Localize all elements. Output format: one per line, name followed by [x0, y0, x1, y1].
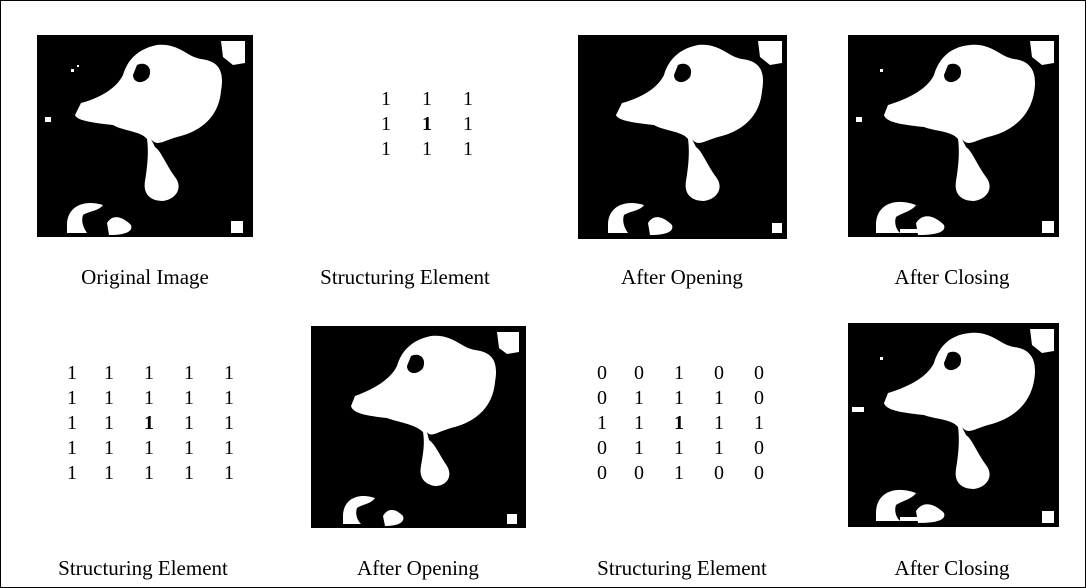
matrix-row: 0 1 1 1 0: [585, 436, 779, 461]
matrix-cell: 1: [381, 138, 391, 160]
matrix-cell: 1: [104, 362, 114, 384]
matrix-cell: 1: [597, 412, 607, 434]
matrix-cell: 1: [674, 362, 684, 384]
matrix-row: 0 0 1 0 0: [585, 361, 779, 386]
caption-after-closing: After Closing: [894, 265, 1010, 289]
blob-image: [608, 41, 782, 235]
matrix-cell: 1: [67, 462, 77, 484]
matrix-row: 1 1 1 1 1: [55, 361, 249, 386]
matrix-cell: 1: [184, 387, 194, 409]
caption-structuring-element: Structuring Element: [320, 265, 490, 289]
caption-after-opening: After Opening: [357, 556, 479, 580]
matrix-cell: 1: [754, 412, 764, 434]
structuring-element-5x5: 1 1 1 1 1 1 1 1 1 1 1 1 1 1 1 1 1 1 1 1 1 1 1 1 1: [55, 361, 249, 486]
caption-original-image: Original Image: [81, 265, 209, 289]
matrix-cell: 1: [422, 88, 432, 110]
matrix-cell: 1: [104, 462, 114, 484]
matrix-cell: 0: [754, 387, 764, 409]
matrix-cell: 1: [184, 362, 194, 384]
matrix-cell: 1: [104, 437, 114, 459]
structuring-element-3x3: 1 1 1 1 1 1 1 1 1: [367, 87, 487, 162]
original-image: [37, 35, 253, 237]
matrix-cell: 0: [634, 462, 644, 484]
matrix-cell: 1: [422, 138, 432, 160]
matrix-cell: 1: [463, 88, 473, 110]
structuring-element-diamond: 0 0 1 0 0 0 1 1 1 0 1 1 1 1 1 0 1 1 1 0 0 0 1 0 0: [585, 361, 779, 486]
matrix-cell: 1: [674, 462, 684, 484]
matrix-cell: 0: [597, 362, 607, 384]
blob-image: [45, 41, 245, 235]
matrix-cell: 1: [463, 113, 473, 135]
matrix-row: 1 1 1 1 1: [55, 386, 249, 411]
matrix-row: 1 1 1: [367, 112, 487, 137]
closing-3x3-image: [848, 35, 1059, 237]
matrix-cell: 1: [184, 412, 194, 434]
blob-image: [856, 41, 1054, 235]
matrix-cell: 1: [224, 437, 234, 459]
matrix-cell: 1: [67, 412, 77, 434]
matrix-cell: 0: [754, 462, 764, 484]
caption-structuring-element: Structuring Element: [597, 556, 767, 580]
matrix-cell: 0: [714, 362, 724, 384]
matrix-cell: 1: [67, 437, 77, 459]
matrix-cell: 1: [634, 437, 644, 459]
matrix-cell: 1: [634, 387, 644, 409]
matrix-cell: 1: [224, 412, 234, 434]
blob-image: [852, 329, 1054, 523]
matrix-cell: 0: [597, 462, 607, 484]
matrix-cell: 0: [754, 362, 764, 384]
matrix-cell: 1: [714, 437, 724, 459]
matrix-cell: 1: [224, 462, 234, 484]
matrix-row: 0 1 1 1 0: [585, 386, 779, 411]
matrix-cell: 1: [714, 387, 724, 409]
matrix-cell: 1: [144, 462, 154, 484]
matrix-cell: 1: [381, 88, 391, 110]
matrix-cell: 1: [184, 437, 194, 459]
matrix-row: 1 1 1 1 1: [55, 411, 249, 436]
matrix-cell: 1: [184, 462, 194, 484]
matrix-row: 0 0 1 0 0: [585, 461, 779, 486]
matrix-cell: 1: [224, 362, 234, 384]
matrix-cell: 1: [67, 362, 77, 384]
matrix-center-cell: 1: [422, 113, 432, 135]
blob-image: [343, 332, 519, 526]
matrix-cell: 1: [104, 387, 114, 409]
matrix-cell: 1: [67, 387, 77, 409]
matrix-cell: 1: [144, 437, 154, 459]
matrix-row: 1 1 1: [367, 137, 487, 162]
matrix-cell: 1: [714, 412, 724, 434]
matrix-center-cell: 1: [144, 412, 154, 434]
caption-after-opening: After Opening: [621, 265, 743, 289]
matrix-cell: 0: [714, 462, 724, 484]
matrix-cell: 1: [674, 387, 684, 409]
opening-3x3-image: [578, 35, 787, 239]
matrix-cell: 0: [634, 362, 644, 384]
matrix-row: 1 1 1 1 1: [55, 436, 249, 461]
matrix-cell: 1: [144, 387, 154, 409]
matrix-cell: 1: [381, 113, 391, 135]
matrix-cell: 1: [104, 412, 114, 434]
matrix-cell: 0: [597, 437, 607, 459]
matrix-cell: 1: [634, 412, 644, 434]
matrix-cell: 0: [754, 437, 764, 459]
matrix-cell: 1: [144, 362, 154, 384]
matrix-row: 1 1 1 1 1: [55, 461, 249, 486]
matrix-cell: 1: [224, 387, 234, 409]
caption-structuring-element: Structuring Element: [58, 556, 228, 580]
opening-5x5-image: [311, 326, 526, 528]
matrix-cell: 1: [463, 138, 473, 160]
matrix-center-cell: 1: [674, 412, 684, 434]
matrix-cell: 1: [674, 437, 684, 459]
caption-after-closing: After Closing: [894, 556, 1010, 580]
matrix-cell: 0: [597, 387, 607, 409]
matrix-row: 1 1 1: [367, 87, 487, 112]
matrix-row: 1 1 1 1 1: [585, 411, 779, 436]
closing-diamond-image: [848, 323, 1059, 527]
